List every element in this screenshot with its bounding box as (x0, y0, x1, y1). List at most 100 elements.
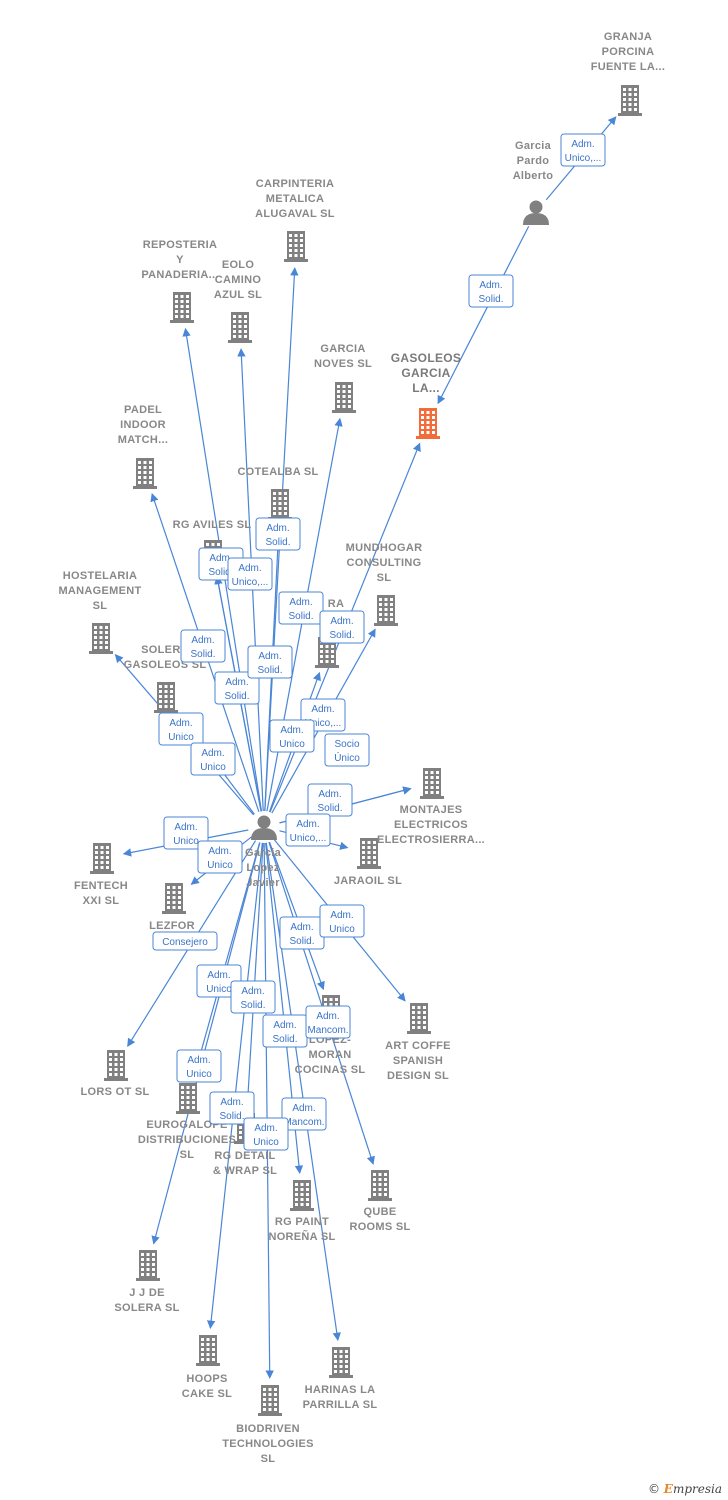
edge-role-text: Unico (207, 860, 233, 871)
edge-role-text: Consejero (162, 937, 208, 948)
edge-role-text: Adm. (258, 651, 281, 662)
company-node-granja[interactable]: GRANJA PORCINA FUENTE LA... (591, 31, 666, 116)
node-label: EOLO (222, 259, 255, 271)
edge-role-label: Adm.Unico,... (560, 133, 606, 167)
edge-role-text: Adm. (266, 523, 289, 534)
footer-brand: © Empresia (648, 1482, 722, 1496)
edge-role-label: Adm.Unico (243, 1117, 289, 1151)
edge-role-label: Adm.Solid. (279, 916, 325, 950)
company-node-reposteria[interactable]: REPOSTERIAYPANADERIA... (141, 239, 218, 323)
company-node-jaraoil[interactable]: JARAOIL SL (334, 838, 402, 887)
company-node-gasoleos[interactable]: GASOLEOSGARCIALA... (391, 351, 461, 439)
node-label: BIODRIVEN (236, 1423, 300, 1435)
node-label: MONTAJES (400, 804, 463, 816)
node-label: EUROGALOPE (146, 1119, 227, 1131)
node-label: MUNDHOGAR (346, 542, 423, 554)
building-icon (420, 768, 444, 799)
node-label: ROOMS SL (349, 1221, 410, 1233)
node-label: RG PAINT (275, 1216, 329, 1228)
node-label: FUENTE LA... (591, 61, 666, 73)
edge-garcia_pardo-to-gasoleos (437, 225, 530, 405)
edge-garcia_lopez-to-lopez_moran (268, 841, 325, 991)
node-label: NOREÑA SL (268, 1230, 335, 1243)
edge-role-text: Mancom. (283, 1117, 324, 1128)
company-node-qube[interactable]: QUBE ROOMS SL (349, 1170, 410, 1233)
edge-role-text: Adm. (571, 139, 594, 150)
company-node-padel[interactable]: PADELINDOORMATCH... (118, 404, 168, 489)
node-label: PARRILLA SL (303, 1399, 378, 1411)
edge-garcia_lopez-to-biodriven (263, 842, 274, 1379)
edge-role-label: Adm.Solid. (278, 591, 324, 625)
node-label: Javier (246, 877, 280, 889)
edge-role-text: Solid. (257, 665, 282, 676)
edge-role-text: Unico (253, 1137, 279, 1148)
brand-logo-initial: E (663, 1482, 673, 1496)
company-node-lezfor[interactable]: LEZFOREXP... (149, 883, 195, 947)
node-label: PADEL (124, 404, 162, 416)
node-label: QUBE (364, 1206, 397, 1218)
edge-role-text: Socio (334, 739, 359, 750)
edge-role-label: Adm.Unico (158, 712, 204, 746)
company-node-cotealba[interactable]: COTEALBA SL (237, 466, 318, 520)
node-label: CARPINTERIA (256, 178, 334, 190)
node-label: ALUGAVAL SL (255, 208, 335, 220)
node-label: SPANISH (393, 1055, 443, 1067)
edge-role-text: Solid. (219, 1111, 244, 1122)
building-icon (133, 458, 157, 489)
node-label: GASOLEOS (391, 351, 461, 365)
edge-role-text: Solid. (265, 537, 290, 548)
person-icon (251, 815, 277, 840)
company-node-rg-paint[interactable]: RG PAINT NOREÑA SL (268, 1180, 335, 1243)
node-label: GRANJA (604, 31, 652, 43)
edge-role-label: Adm.Unico,... (227, 557, 273, 591)
node-label: & WRAP SL (213, 1165, 277, 1177)
company-node-lors-ot[interactable]: LORS OT SL (81, 1050, 150, 1098)
edge-role-text: Unico (200, 762, 226, 773)
edge-garcia_lopez-to-rg_detail (243, 842, 264, 1107)
edge-role-text: Adm. (479, 280, 502, 291)
building-icon (104, 1050, 128, 1081)
edge-garcia_lopez-to-qube (268, 842, 375, 1165)
company-node-montajes[interactable]: MONTAJESELECTRICOSELECTROSIERRA... (377, 768, 485, 846)
edge-role-text: Solid. (240, 1000, 265, 1011)
edge-role-text: Adm. (290, 922, 313, 933)
edge-role-label: Adm.Unico (163, 816, 209, 850)
edge-role-text: Adm. (220, 1097, 243, 1108)
building-icon (284, 231, 308, 262)
edge-role-label: Adm. Unico (190, 742, 236, 776)
node-label: Y (176, 254, 184, 266)
node-label: DISTRIBUCIONES (138, 1134, 236, 1146)
edge-role-text: Solid. (272, 1034, 297, 1045)
edge-role-label: Adm.Unico (319, 904, 365, 938)
building-icon (228, 312, 252, 343)
edge-role-text: Adm. (174, 822, 197, 833)
edge-role-text: Solid. (224, 691, 249, 702)
node-label: SL (93, 600, 108, 612)
edge-role-text: Adm. (201, 748, 224, 759)
node-label: PORCINA (602, 46, 655, 58)
building-icon (154, 682, 178, 713)
node-label: ART COFFE (385, 1040, 451, 1052)
edge-role-label: Adm.Unico,... (285, 813, 331, 847)
edge-role-text: Adm. (225, 677, 248, 688)
edge-role-text: Unico,... (305, 718, 342, 729)
node-label: SL (377, 572, 392, 584)
edge-role-text: Unico (168, 732, 194, 743)
edge-role-text: Unico (279, 739, 305, 750)
edge-role-text: Solid. (329, 630, 354, 641)
